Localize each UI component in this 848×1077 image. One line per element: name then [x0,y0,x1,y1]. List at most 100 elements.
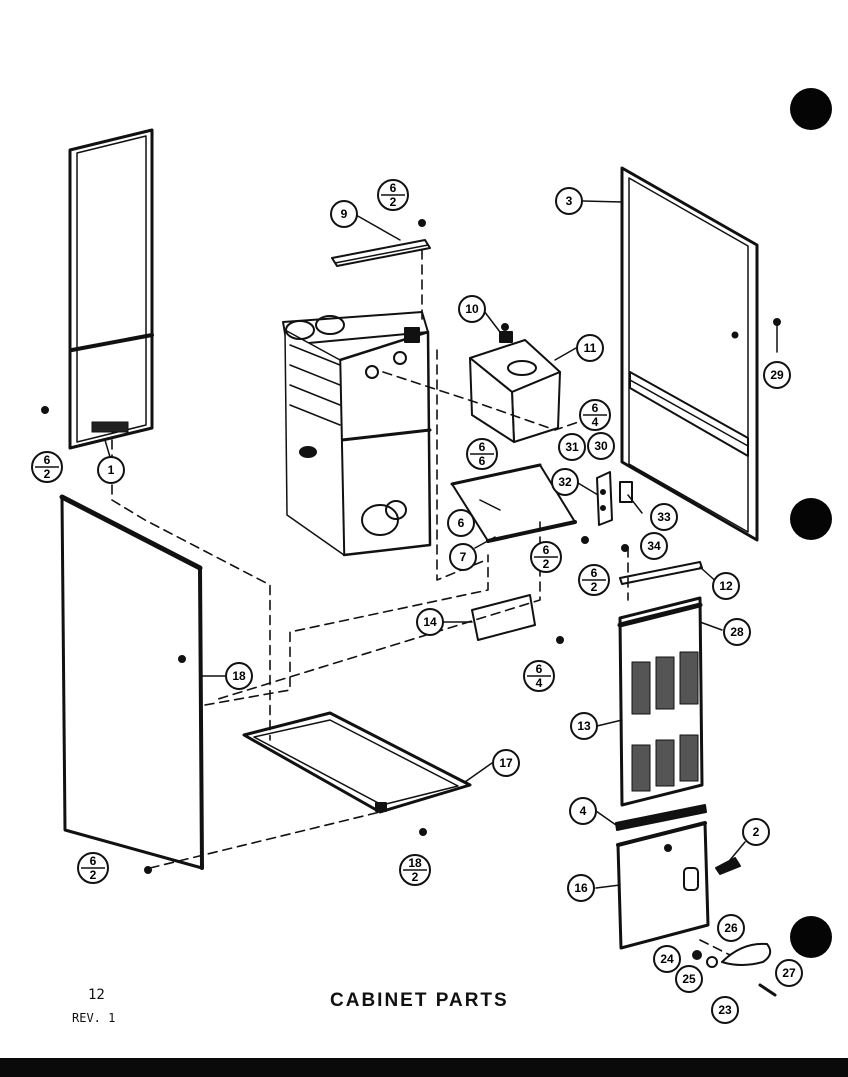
callout-11: 11 [576,334,604,362]
callout-23: 23 [711,996,739,1024]
svg-text:27: 27 [782,966,796,980]
svg-text:2: 2 [412,870,419,884]
page-number: 12 [88,987,105,1003]
callout-28: 28 [723,618,751,646]
fraction-6-6: 6 6 [466,438,498,470]
callout-29: 29 [763,361,791,389]
blower-box [469,331,561,443]
svg-text:4: 4 [580,804,587,818]
fraction-6-2-right: 6 2 [578,564,610,596]
callout-33: 33 [650,503,678,531]
svg-text:2: 2 [753,825,760,839]
fraction-6-2-bottom: 6 2 [77,852,109,884]
callout-2: 2 [742,818,770,846]
trim-strip [615,804,707,831]
lower-door [616,821,710,950]
callout-18: 18 [225,662,253,690]
revision-label: REV. 1 [72,1011,116,1025]
svg-text:32: 32 [558,475,572,489]
front-rail [619,561,703,585]
callouts: 3 9 10 11 29 1 31 30 32 33 6 7 34 12 14 … [97,187,803,1024]
fraction-18-2: 18 2 [399,854,431,886]
assembly-dashed-lines [111,249,731,956]
fraction-6-2-top: 6 2 [377,179,409,211]
svg-text:6: 6 [591,566,598,580]
svg-text:4: 4 [536,676,543,690]
page-title: CABINET PARTS [330,990,509,1011]
svg-text:6: 6 [90,854,97,868]
heat-exchanger-assembly [282,311,432,557]
leader-lines [104,200,778,889]
svg-text:28: 28 [730,625,744,639]
svg-text:6: 6 [479,440,486,454]
fraction-6-4-a: 6 4 [579,399,611,431]
svg-text:6: 6 [536,662,543,676]
callout-3: 3 [555,187,583,215]
svg-text:6: 6 [592,401,599,415]
louvered-door [617,596,704,807]
callout-12: 12 [712,572,740,600]
svg-text:4: 4 [592,415,599,429]
svg-text:10: 10 [465,302,479,316]
callout-16: 16 [567,874,595,902]
filter-shelf [450,463,577,543]
callout-25: 25 [675,965,703,993]
top-channel [331,239,431,267]
svg-text:14: 14 [423,615,437,629]
callout-34: 34 [640,532,668,560]
fraction-6-2-mid: 6 2 [530,541,562,573]
svg-text:6: 6 [543,543,550,557]
screw-markers [41,219,781,874]
svg-text:25: 25 [682,972,696,986]
svg-text:34: 34 [647,539,661,553]
callout-4: 4 [569,797,597,825]
callout-1: 1 [97,456,125,484]
binder-hole-top [790,88,832,130]
callout-17: 17 [492,749,520,777]
svg-text:9: 9 [341,207,348,221]
svg-text:26: 26 [724,921,738,935]
svg-text:6: 6 [458,516,465,530]
svg-text:12: 12 [719,579,733,593]
svg-text:7: 7 [460,550,467,564]
binder-hole-middle [790,498,832,540]
svg-text:16: 16 [574,881,588,895]
callout-6: 6 [447,509,475,537]
base-pan [242,711,472,814]
svg-text:18: 18 [232,669,246,683]
svg-text:3: 3 [566,194,573,208]
svg-text:31: 31 [565,440,579,454]
callout-32: 32 [551,468,579,496]
svg-text:23: 23 [718,1003,732,1017]
callout-31: 31 [558,433,586,461]
svg-text:6: 6 [390,181,397,195]
fraction-callouts: 6 2 6 2 6 4 6 6 6 2 [31,179,611,886]
callout-7: 7 [449,543,477,571]
svg-text:18: 18 [408,856,422,870]
callout-9: 9 [330,200,358,228]
svg-text:24: 24 [660,952,674,966]
callout-13: 13 [570,712,598,740]
side-panel-lower [59,494,204,870]
svg-text:2: 2 [44,467,51,481]
svg-text:11: 11 [584,341,597,355]
callout-10: 10 [458,295,486,323]
svg-text:33: 33 [657,510,671,524]
small-brackets [596,471,633,526]
svg-text:2: 2 [390,195,397,209]
callout-26: 26 [717,914,745,942]
svg-text:29: 29 [770,368,784,382]
svg-text:13: 13 [577,719,591,733]
callout-14: 14 [416,608,444,636]
side-panel-upper [68,128,154,450]
callout-24: 24 [653,945,681,973]
binder-hole-bottom [790,916,832,958]
svg-text:2: 2 [543,557,550,571]
svg-text:2: 2 [90,868,97,882]
latch [715,857,741,875]
svg-text:17: 17 [499,756,513,770]
svg-text:6: 6 [44,453,51,467]
fraction-6-4-b: 6 4 [523,660,555,692]
svg-text:2: 2 [591,580,598,594]
